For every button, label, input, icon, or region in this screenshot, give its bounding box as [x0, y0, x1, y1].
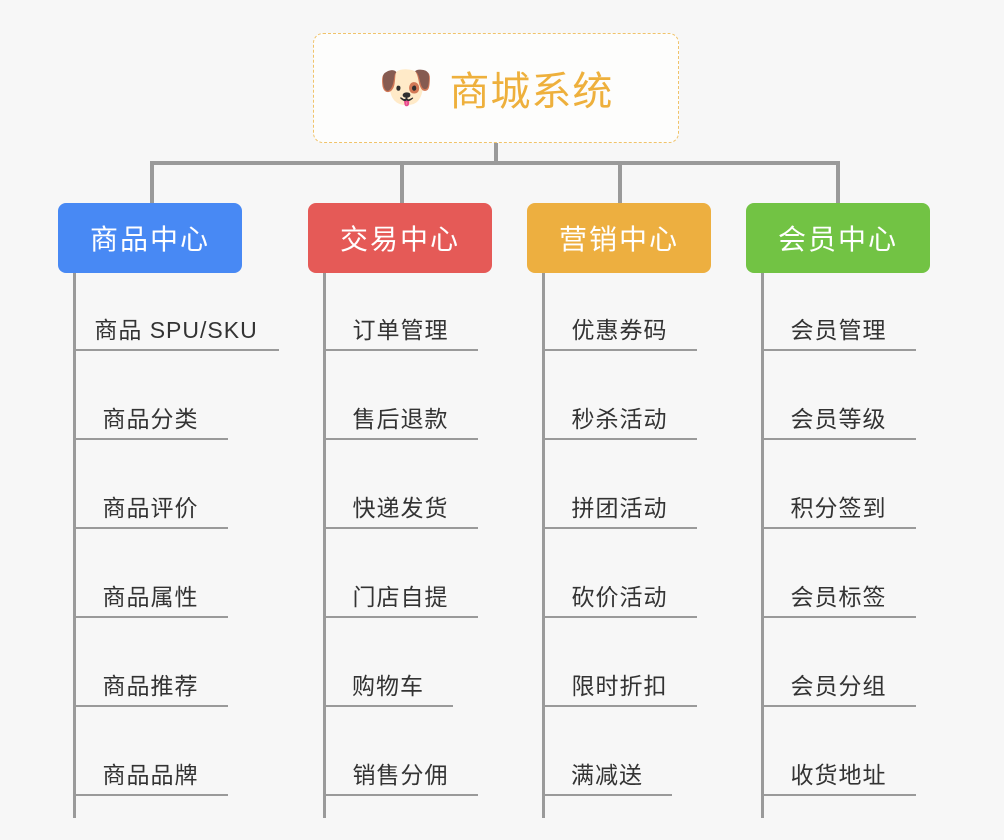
leaf-label: 会员管理 [790, 317, 887, 343]
leaf-label: 快递发货 [352, 495, 449, 521]
leaf-label: 商品推荐 [102, 673, 199, 699]
leaf-item[interactable]: 商品推荐 [73, 659, 228, 707]
leaf-item[interactable]: 会员分组 [761, 659, 916, 707]
connector-root-stem [494, 143, 498, 165]
leaf-item[interactable]: 售后退款 [323, 392, 478, 440]
leaf-label: 会员等级 [790, 406, 887, 432]
leaf-item[interactable]: 门店自提 [323, 570, 478, 618]
leaf-label: 优惠券码 [571, 317, 668, 343]
leaf-item[interactable]: 限时折扣 [542, 659, 697, 707]
leaf-label: 商品分类 [102, 406, 199, 432]
leaf-label: 商品属性 [102, 584, 199, 610]
dog-face-icon: 🐶 [378, 63, 434, 112]
leaf-item[interactable]: 订单管理 [323, 303, 478, 351]
connector-bus [150, 161, 840, 165]
leaf-item[interactable]: 商品评价 [73, 481, 228, 529]
branch-spine [73, 273, 76, 818]
root-title: 商城系统 [449, 70, 614, 114]
leaf-item[interactable]: 商品分类 [73, 392, 228, 440]
leaf-item[interactable]: 销售分佣 [323, 748, 478, 796]
category-header-trade-center[interactable]: 交易中心 [308, 203, 492, 273]
category-header-marketing-center[interactable]: 营销中心 [527, 203, 711, 273]
category-label: 营销中心 [558, 224, 679, 255]
leaf-item[interactable]: 秒杀活动 [542, 392, 697, 440]
leaf-item[interactable]: 拼团活动 [542, 481, 697, 529]
leaf-label: 积分签到 [790, 495, 887, 521]
leaf-label: 售后退款 [352, 406, 449, 432]
leaf-label: 订单管理 [352, 317, 449, 343]
leaf-item[interactable]: 优惠券码 [542, 303, 697, 351]
branch-spine [323, 273, 326, 818]
connector-drop-2 [400, 161, 404, 203]
leaf-label: 门店自提 [352, 584, 449, 610]
leaf-label: 砍价活动 [571, 584, 668, 610]
leaf-item[interactable]: 满减送 [542, 748, 672, 796]
leaf-label: 满减送 [571, 762, 643, 788]
connector-drop-3 [618, 161, 622, 203]
leaf-label: 会员标签 [790, 584, 887, 610]
leaf-label: 购物车 [352, 673, 424, 699]
leaf-item[interactable]: 商品属性 [73, 570, 228, 618]
category-label: 交易中心 [339, 224, 460, 255]
category-header-product-center[interactable]: 商品中心 [58, 203, 242, 273]
leaf-label: 商品品牌 [102, 762, 199, 788]
category-label: 会员中心 [777, 224, 898, 255]
leaf-label: 限时折扣 [571, 673, 668, 699]
connector-drop-4 [836, 161, 840, 203]
leaf-item[interactable]: 会员标签 [761, 570, 916, 618]
connector-drop-1 [150, 161, 154, 203]
leaf-label: 秒杀活动 [571, 406, 668, 432]
leaf-label: 收货地址 [790, 762, 887, 788]
leaf-label: 会员分组 [790, 673, 887, 699]
leaf-label: 商品评价 [102, 495, 199, 521]
category-header-member-center[interactable]: 会员中心 [746, 203, 930, 273]
leaf-item[interactable]: 会员管理 [761, 303, 916, 351]
leaf-item[interactable]: 购物车 [323, 659, 453, 707]
leaf-item[interactable]: 快递发货 [323, 481, 478, 529]
leaf-item[interactable]: 砍价活动 [542, 570, 697, 618]
leaf-item[interactable]: 商品 SPU/SKU [73, 303, 279, 351]
branch-spine [761, 273, 764, 818]
leaf-item[interactable]: 收货地址 [761, 748, 916, 796]
leaf-item[interactable]: 积分签到 [761, 481, 916, 529]
branch-spine [542, 273, 545, 818]
leaf-label: 销售分佣 [352, 762, 449, 788]
leaf-label: 商品 SPU/SKU [94, 317, 258, 343]
category-label: 商品中心 [89, 224, 210, 255]
leaf-item[interactable]: 商品品牌 [73, 748, 228, 796]
leaf-item[interactable]: 会员等级 [761, 392, 916, 440]
leaf-label: 拼团活动 [571, 495, 668, 521]
root-node[interactable]: 🐶 商城系统 [313, 33, 679, 143]
